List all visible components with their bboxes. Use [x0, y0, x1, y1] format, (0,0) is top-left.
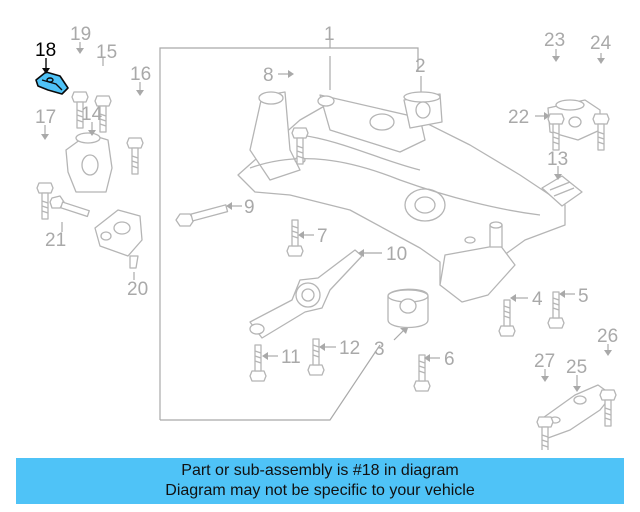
bracket-18-highlighted[interactable] — [35, 58, 69, 95]
bolt-21[interactable] — [49, 195, 90, 218]
bracket-20[interactable] — [94, 209, 143, 269]
mount-bushing-2[interactable] — [403, 76, 443, 129]
callout-24: 24 — [590, 33, 612, 54]
callout-12: 12 — [339, 338, 360, 359]
callout-2: 2 — [415, 56, 426, 77]
callout-11: 11 — [281, 347, 301, 368]
part-1-bracket-lower — [160, 344, 381, 421]
callout-labels: 1 2 3 4 5 6 7 8 9 10 11 12 13 14 15 16 1… — [35, 24, 618, 378]
callout-19: 19 — [70, 24, 91, 45]
part-1-bracket — [159, 47, 419, 420]
bolt-4[interactable] — [498, 299, 516, 337]
callout-18-active: 18 — [35, 40, 56, 61]
parts-diagram: 1 2 3 4 5 6 7 8 9 10 11 12 13 14 15 16 1… — [35, 24, 618, 450]
callout-22: 22 — [508, 107, 529, 128]
banner-line-2: Diagram may not be specific to your vehi… — [165, 482, 475, 499]
callout-27: 27 — [534, 351, 555, 372]
bolt-9[interactable] — [175, 204, 229, 227]
callout-1: 1 — [324, 24, 335, 45]
bolt-12[interactable] — [307, 338, 325, 376]
callout-4: 4 — [532, 289, 543, 310]
callout-3: 3 — [374, 339, 385, 360]
callout-20: 20 — [127, 279, 148, 300]
callout-7: 7 — [317, 226, 328, 247]
bolt-11[interactable] — [249, 344, 267, 382]
callout-8: 8 — [263, 65, 274, 86]
bolt-7[interactable] — [286, 219, 304, 257]
callout-25: 25 — [566, 357, 587, 378]
callout-16: 16 — [130, 64, 151, 85]
callout-14: 14 — [81, 104, 103, 125]
mount-22[interactable] — [547, 99, 601, 141]
callout-23: 23 — [544, 30, 565, 51]
mount-bushing-3[interactable] — [387, 288, 429, 341]
mount-14[interactable] — [65, 132, 113, 193]
banner-line-1: Part or sub-assembly is #18 in diagram — [181, 462, 459, 479]
callout-6: 6 — [444, 349, 455, 370]
bolt-5[interactable] — [547, 291, 565, 329]
info-banner: Part or sub-assembly is #18 in diagram D… — [16, 458, 624, 504]
callout-15: 15 — [96, 42, 117, 63]
callout-9: 9 — [244, 197, 255, 218]
callout-10: 10 — [386, 244, 407, 265]
heat-shield-13[interactable] — [541, 175, 583, 207]
callout-21: 21 — [45, 230, 66, 251]
callout-26: 26 — [597, 326, 618, 347]
callout-17: 17 — [35, 107, 56, 128]
torque-link-10[interactable] — [249, 249, 382, 339]
callout-5: 5 — [578, 286, 589, 307]
bolt-16[interactable] — [126, 137, 144, 175]
callout-13: 13 — [547, 149, 568, 170]
